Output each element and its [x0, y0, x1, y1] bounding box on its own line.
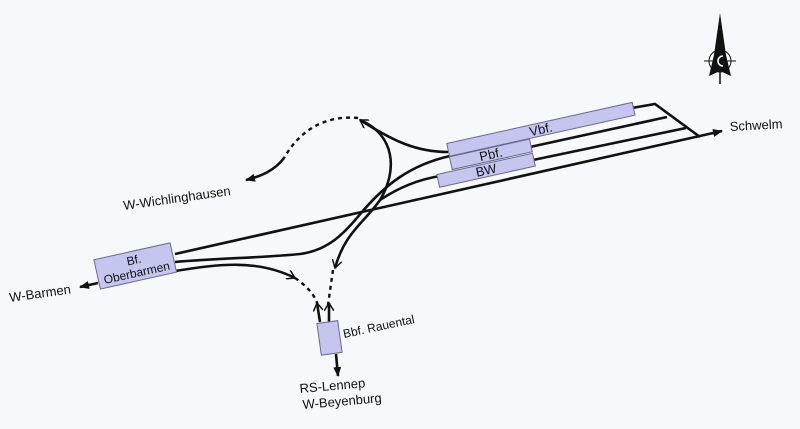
- dashed-rauental-west: [294, 277, 320, 307]
- track-main-through: [174, 129, 723, 256]
- track-curve-loop-top: [360, 118, 449, 154]
- destination-schwelm: Schwelm: [729, 116, 782, 134]
- track-lennep: [333, 353, 342, 377]
- track-rauental-west: [317, 303, 320, 323]
- track-curve-bw: [379, 174, 441, 202]
- destination-wichlinghausen: W-Wichlinghausen: [122, 183, 231, 213]
- destination-beyenburg: W-Beyenburg: [302, 390, 382, 412]
- dashed-wichlinghausen: [282, 116, 359, 159]
- track-wichlinghausen: [245, 157, 286, 182]
- station-pbf: Pbf.: [448, 138, 533, 171]
- station-bw: BW: [436, 152, 536, 188]
- track-oberbarmen-south: [174, 263, 295, 278]
- destination-barmen: W-Barmen: [8, 282, 71, 305]
- station-bw-label: BW: [474, 161, 498, 180]
- station-rauental: [316, 320, 343, 356]
- dashed-rauental-east: [326, 269, 335, 306]
- track-vbf: [631, 102, 701, 139]
- track-barmen: [79, 281, 99, 289]
- station-vbf-label: Vbf.: [528, 119, 554, 139]
- track-loop: [335, 118, 393, 268]
- station-pbf-label: Pbf.: [478, 144, 504, 164]
- station-oberbarmen-label-1: Bf.: [125, 252, 142, 269]
- destination-lennep: RS-Lennep: [299, 375, 366, 396]
- station-vbf: Vbf.: [446, 101, 636, 157]
- track-pbf: [529, 115, 668, 149]
- station-oberbarmen: Bf. Oberbarmen: [93, 242, 178, 290]
- track-bw: [532, 126, 687, 162]
- track-curve-pbf: [174, 154, 451, 264]
- station-rauental-label: Bbf. Rauental: [342, 312, 416, 341]
- north-arrow-icon: [704, 13, 736, 84]
